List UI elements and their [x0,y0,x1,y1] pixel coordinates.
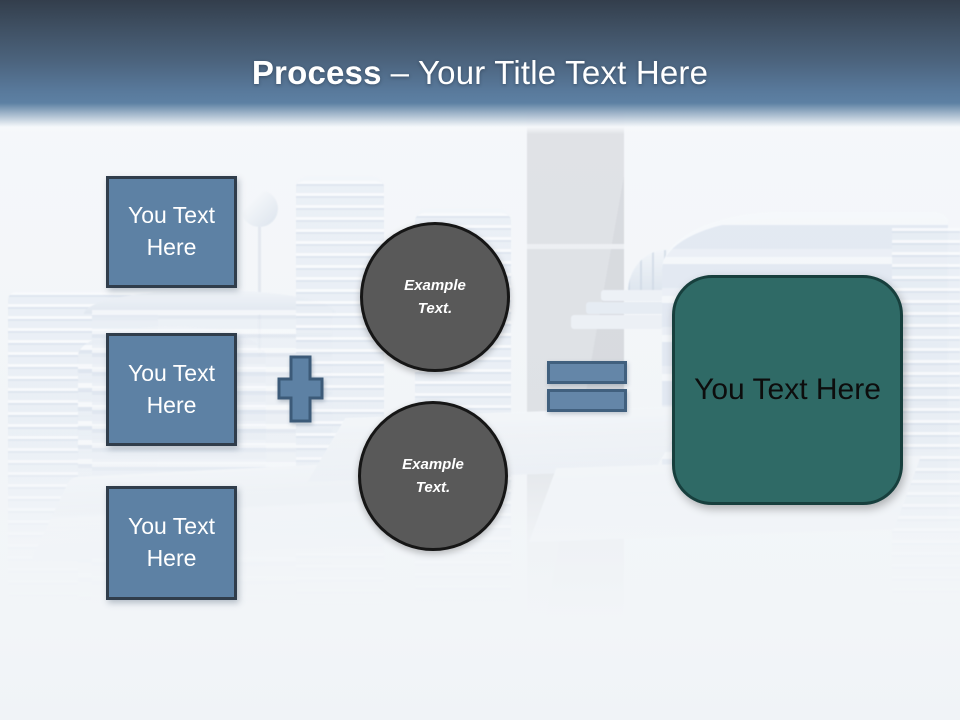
example-circle-2[interactable]: Example Text. [358,401,508,551]
circle-label: Example Text. [402,455,464,496]
example-circle-1[interactable]: Example Text. [360,222,510,372]
equals-icon[interactable] [547,361,627,412]
circle-label: Example Text. [404,276,466,317]
input-box-label: You Text Here [128,202,215,260]
input-box-label: You Text Here [128,359,215,418]
slide-title-secondary: – Your Title Text Here [390,54,709,91]
plus-icon[interactable] [277,355,324,423]
input-box-2[interactable]: You Text Here [106,333,237,446]
input-box-label: You Text Here [128,513,215,571]
input-box-3[interactable]: You Text Here [106,486,237,600]
equals-bar [547,389,627,412]
sphere-finial [241,190,278,227]
result-box[interactable]: You Text Here [672,275,903,505]
slide-title[interactable]: Process– Your Title Text Here [0,0,960,92]
equals-bar [547,361,627,384]
result-box-label: You Text Here [694,373,881,406]
input-box-1[interactable]: You Text Here [106,176,237,288]
plus-shape [277,355,324,423]
slide-title-primary: Process [251,54,382,91]
monolith-seam [527,244,624,249]
title-bar: Process– Your Title Text Here [0,0,960,134]
